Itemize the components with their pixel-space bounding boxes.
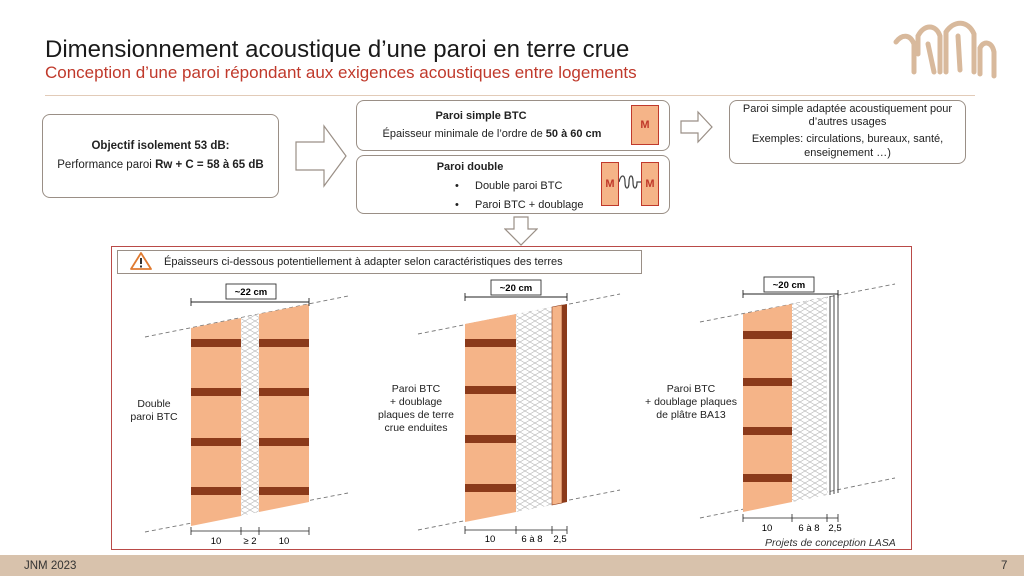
footer-bar	[0, 555, 1024, 576]
total-thickness: ~20 cm	[773, 280, 806, 291]
double-wall-title: Paroi double	[436, 161, 504, 173]
total-thickness-box	[763, 276, 815, 293]
mortar-joint	[743, 331, 792, 339]
double-wall-item: •	[455, 199, 459, 211]
brick-wall-layer	[259, 304, 309, 512]
layer-dimension: 2,5	[553, 534, 566, 545]
mortar-joint	[743, 474, 792, 482]
mortar-joint	[465, 386, 516, 394]
mortar-joint	[191, 487, 241, 495]
other-uses-line4: enseignement …)	[804, 147, 891, 159]
footer-event: JNM 2023	[24, 560, 77, 572]
mass-block-left: M	[601, 162, 619, 206]
brick-wall-layer	[743, 304, 792, 512]
mortar-joint	[259, 487, 309, 495]
page-number: 7	[1001, 560, 1008, 572]
section-cut-line	[417, 293, 621, 335]
other-uses-line3: Exemples: circulations, bureaux, santé,	[751, 133, 944, 145]
mortar-joint	[259, 438, 309, 446]
mass-block: M	[631, 105, 659, 145]
layer-dimension: 10	[211, 536, 222, 547]
mortar-joint	[259, 339, 309, 347]
total-thickness: ~22 cm	[235, 287, 268, 298]
brick-wall-layer	[465, 314, 516, 522]
diagram-label-2: Paroi BTC + doublage plaques de terre cr…	[378, 383, 454, 434]
warning-icon	[130, 252, 152, 270]
wall-sections-panel	[111, 246, 912, 550]
other-uses-line2: d’autres usages	[808, 116, 887, 128]
mortar-joint	[191, 438, 241, 446]
total-thickness: ~20 cm	[500, 283, 533, 294]
spring-icon	[619, 175, 641, 189]
layer-dimension: 6 à 8	[521, 534, 542, 545]
objective-performance: Performance paroi Rw + C = 58 à 65 dB	[57, 159, 264, 171]
mortar-joint	[743, 427, 792, 435]
diagram-label-1: Double paroi BTC	[130, 398, 178, 423]
arrow-right-icon	[680, 110, 713, 144]
layer-dimension: 10	[279, 536, 290, 547]
mortar-joint	[465, 339, 516, 347]
insulation-layer	[516, 307, 552, 512]
total-thickness-box	[490, 279, 542, 296]
other-uses-box: Paroi simple adaptée acoustiquement pour…	[729, 100, 966, 164]
diagram-plasterboard-lining: ~20 cm 10 6 à 8 2,5	[699, 276, 896, 534]
mortar-joint	[191, 339, 241, 347]
arrow-right-icon	[295, 124, 347, 188]
mortar-joint	[465, 435, 516, 443]
mortar-joint	[191, 388, 241, 396]
diagram-double-wall: ~22 cm 10 ≥ 2 10	[144, 283, 349, 547]
mortar-joint	[465, 484, 516, 492]
layer-dimension: 10	[485, 534, 496, 545]
mortar-joint	[259, 388, 309, 396]
earth-board-layer	[551, 304, 563, 506]
page-title: Dimensionnement acoustique d’une paroi e…	[45, 36, 630, 63]
simple-wall-title: Paroi simple BTC	[435, 110, 527, 122]
diagram-label-3: Paroi BTC + doublage plaques de plâtre B…	[645, 383, 737, 421]
mortar-joint	[743, 378, 792, 386]
double-wall-item-2: Paroi BTC + doublage	[475, 199, 584, 211]
header-divider	[45, 95, 975, 96]
brick-wall-layer	[191, 318, 241, 526]
warning-box	[117, 250, 642, 274]
section-cut-line	[417, 489, 621, 531]
layer-dimension: 10	[762, 523, 773, 534]
plaster-layer	[562, 304, 567, 503]
logo-icon	[893, 20, 997, 79]
mass-block-right: M	[641, 162, 659, 206]
insulation-layer	[792, 297, 827, 502]
layer-dimension: ≥ 2	[243, 536, 256, 547]
objective-title: Objectif isolement 53 dB:	[91, 140, 230, 152]
simple-wall-text: Épaisseur minimale de l’ordre de 50 à 60…	[382, 128, 602, 140]
arrow-down-icon	[504, 216, 538, 246]
total-thickness-box	[225, 283, 277, 300]
page-subtitle: Conception d’une paroi répondant aux exi…	[45, 63, 637, 82]
double-wall-box: Paroi double • Double paroi BTC • Paroi …	[356, 155, 670, 214]
insulation-layer	[241, 314, 259, 516]
layer-dimension: 2,5	[828, 523, 841, 534]
objective-box: Objectif isolement 53 dB: Performance pa…	[42, 114, 279, 198]
double-wall-item-1: Double paroi BTC	[475, 180, 563, 192]
diagram-earth-plaster-lining: ~20 cm 10 6 à 8 2,5	[417, 279, 621, 545]
simple-wall-box: Paroi simple BTC Épaisseur minimale de l…	[356, 100, 670, 151]
warning-text: Épaisseurs ci-dessous potentiellement à …	[164, 256, 563, 268]
layer-dimension: 6 à 8	[798, 523, 819, 534]
double-wall-item: •	[455, 180, 459, 192]
other-uses-line1: Paroi simple adaptée acoustiquement pour	[742, 103, 953, 115]
credit-text: Projets de conception LASA	[765, 537, 896, 549]
